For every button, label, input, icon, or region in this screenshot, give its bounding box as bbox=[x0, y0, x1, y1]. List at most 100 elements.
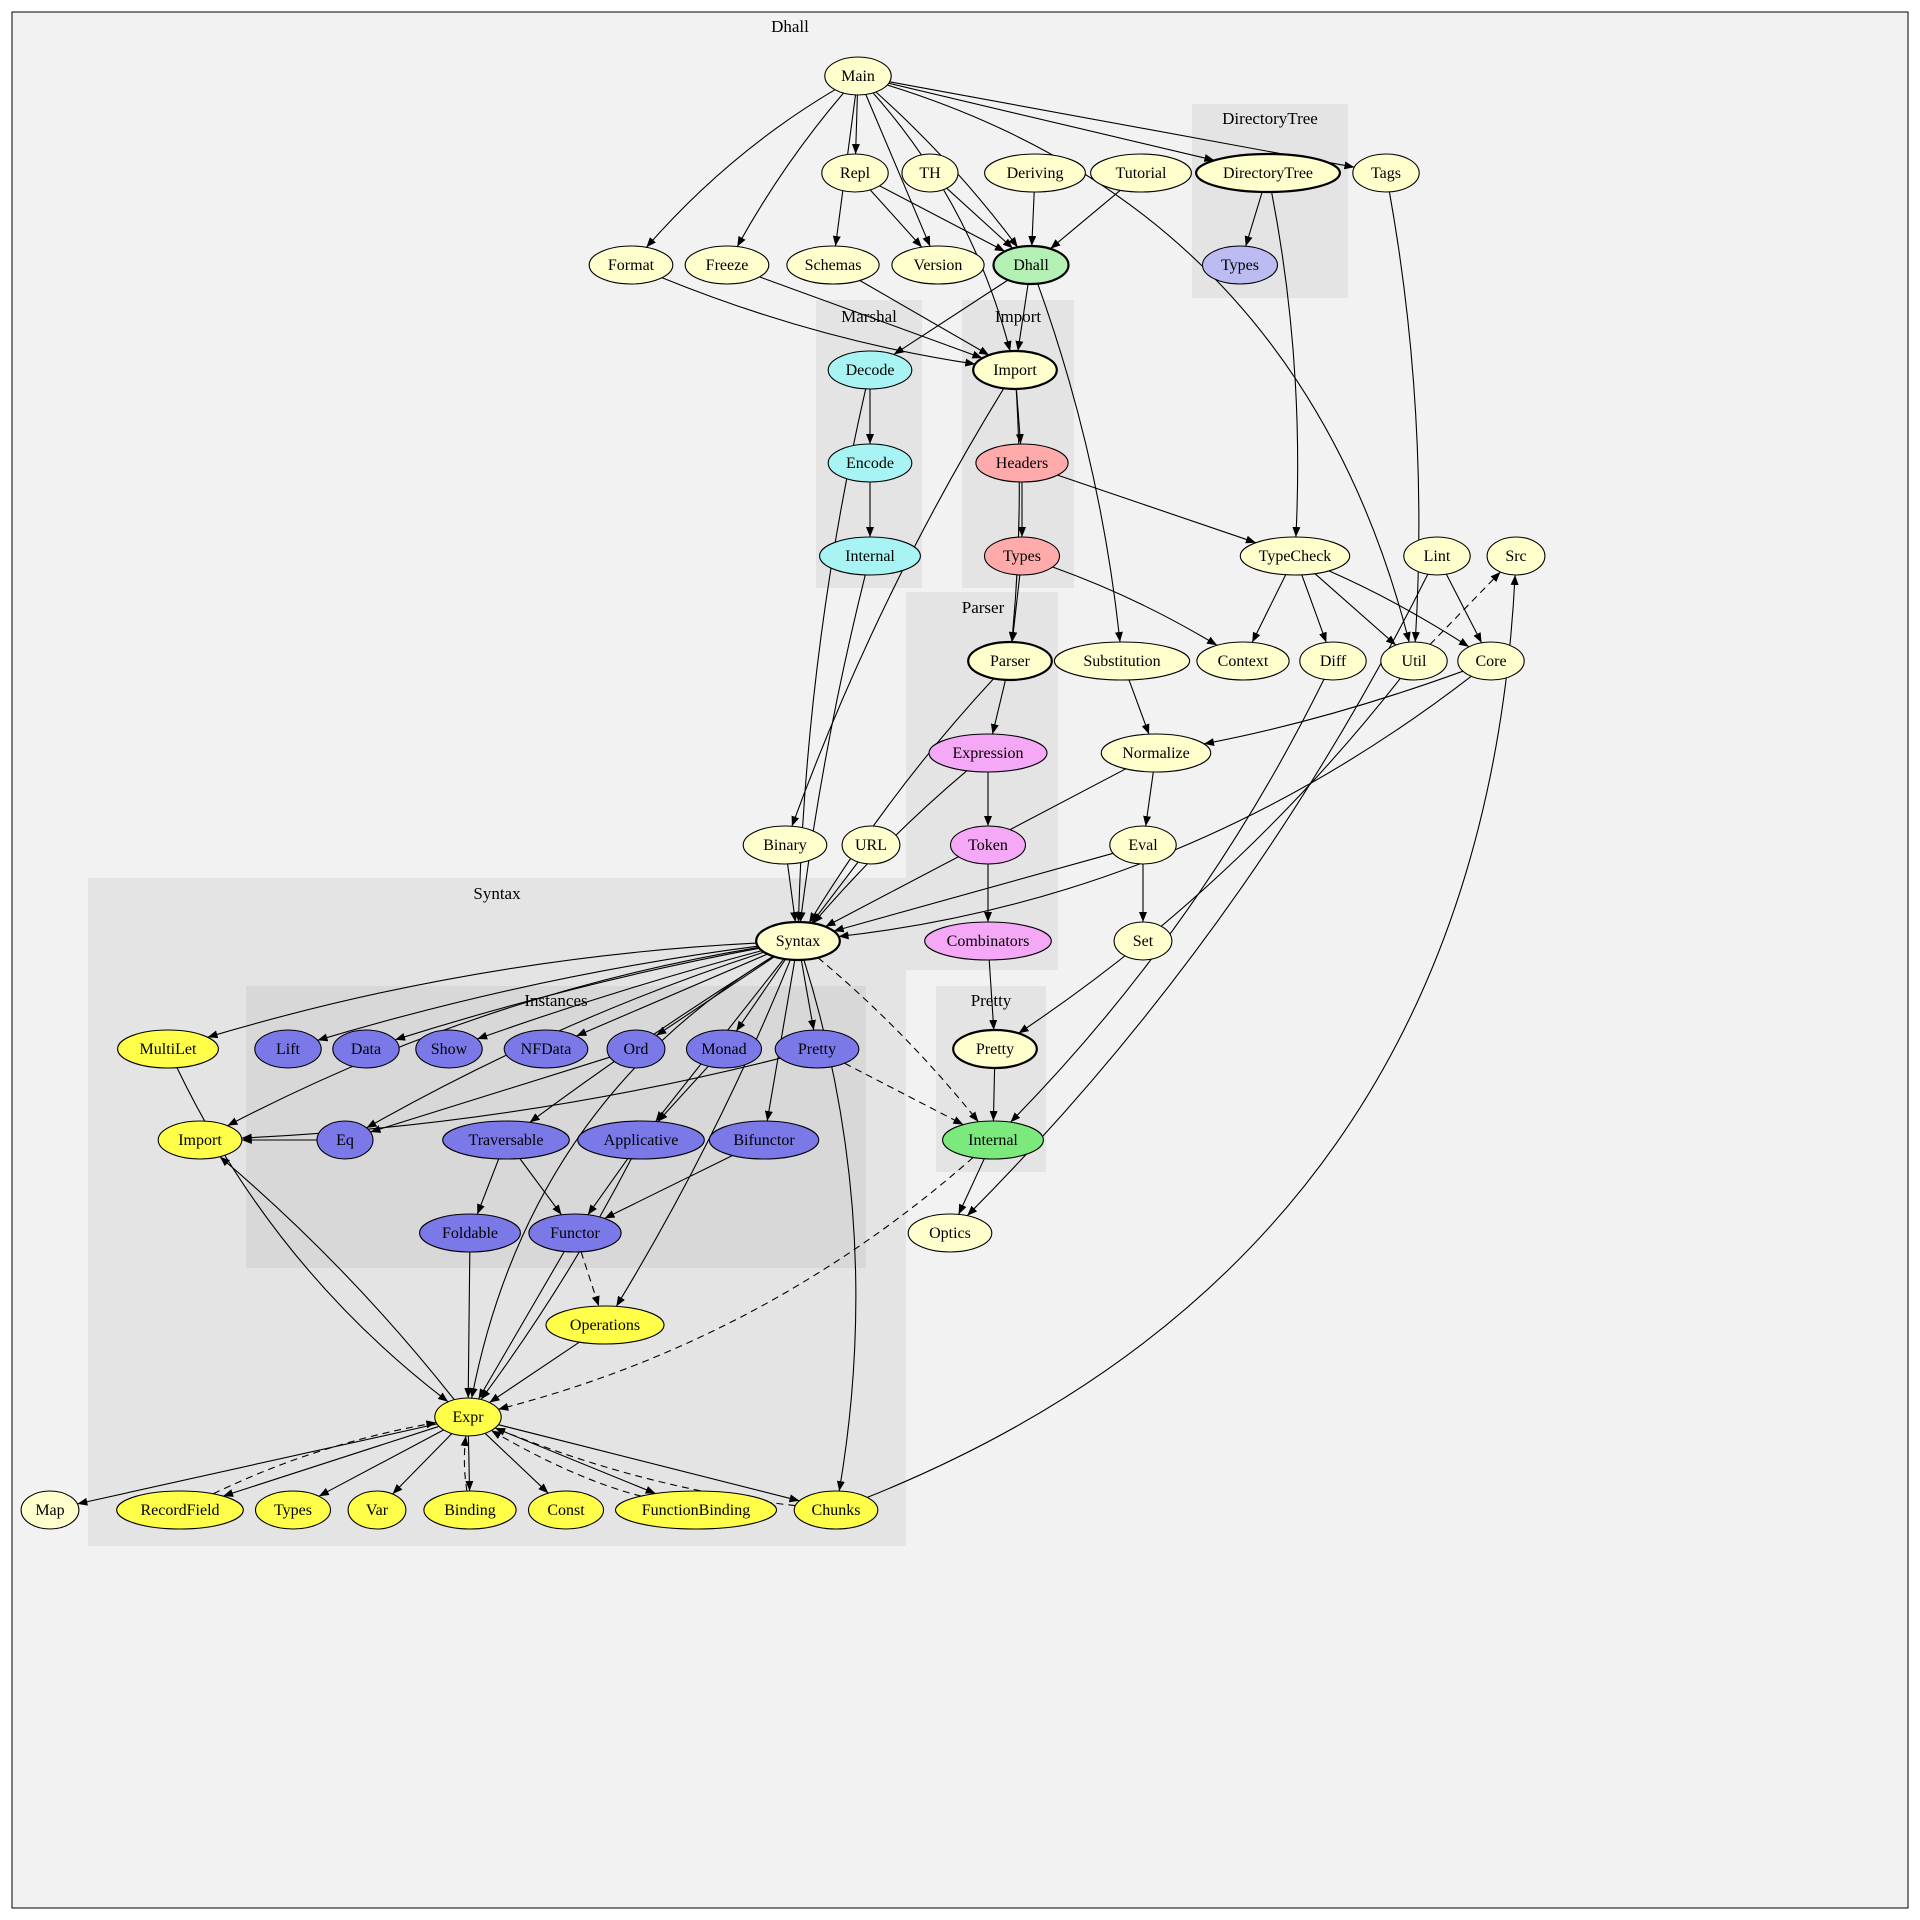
edge-Syntax-Pretty_Internal bbox=[817, 957, 979, 1123]
node-shape-Binary bbox=[742, 825, 828, 865]
edge-Tags-Util bbox=[1388, 191, 1420, 643]
edge-Main-Format bbox=[645, 89, 836, 248]
edge-Dhall-Decode bbox=[893, 279, 1009, 355]
node-TH: TH bbox=[901, 153, 959, 193]
node-MultiLet: MultiLet bbox=[117, 1029, 219, 1069]
edge-Inst_Pretty-Pretty_Internal bbox=[844, 1062, 964, 1126]
node-shape-Combinators bbox=[924, 921, 1052, 961]
node-shape-Var bbox=[347, 1490, 407, 1530]
edge-Util-Pretty bbox=[1018, 677, 1401, 1034]
edge-Syntax-Inst_Pretty bbox=[800, 959, 816, 1031]
node-Pretty: Pretty bbox=[952, 1028, 1038, 1070]
cluster-label-dhall: Dhall bbox=[771, 17, 809, 36]
node-label-Main: Main bbox=[841, 68, 875, 85]
node-Traversable: Traversable bbox=[442, 1120, 570, 1160]
node-shape-Src bbox=[1486, 536, 1546, 576]
node-label-Bifunctor: Bifunctor bbox=[733, 1132, 795, 1149]
edge-Syntax-MultiLet bbox=[207, 942, 757, 1039]
node-Token: Token bbox=[949, 825, 1027, 865]
edge-Main-Version bbox=[865, 94, 931, 247]
node-Set: Set bbox=[1113, 921, 1173, 961]
edge-Syntax-Monad bbox=[735, 958, 787, 1032]
node-label-TH: TH bbox=[919, 165, 941, 182]
edge-Core-Normalize bbox=[1203, 670, 1464, 746]
node-shape-NFData bbox=[503, 1029, 589, 1069]
node-label-Freeze: Freeze bbox=[706, 257, 749, 274]
node-label-Syntax: Syntax bbox=[776, 933, 820, 950]
node-shape-Binding bbox=[423, 1490, 517, 1530]
node-Dhall: Dhall bbox=[992, 244, 1070, 286]
node-Inst_Pretty: Pretty bbox=[774, 1029, 860, 1069]
node-Src: Src bbox=[1486, 536, 1546, 576]
node-shape-Lint bbox=[1403, 536, 1471, 576]
cluster-label-syntax: Syntax bbox=[473, 884, 521, 903]
edge-Applicative-Functor bbox=[587, 1158, 629, 1216]
node-label-Show: Show bbox=[431, 1041, 468, 1058]
edge-TypeCheck-Diff bbox=[1301, 574, 1327, 643]
node-shape-Syn_Import bbox=[157, 1120, 243, 1160]
edge-URL-Syntax bbox=[811, 861, 859, 924]
node-label-Combinators: Combinators bbox=[947, 933, 1030, 950]
node-Expression: Expression bbox=[928, 733, 1048, 773]
node-label-Marshal_Internal: Internal bbox=[845, 548, 895, 565]
edge-Main-Repl bbox=[851, 94, 860, 155]
node-Eq: Eq bbox=[316, 1120, 374, 1160]
node-label-Syn_Import: Import bbox=[178, 1132, 222, 1149]
edge-Tutorial-Dhall bbox=[1050, 189, 1121, 250]
node-label-Operations: Operations bbox=[570, 1317, 640, 1334]
node-Diff: Diff bbox=[1299, 641, 1367, 681]
node-Combinators: Combinators bbox=[924, 921, 1052, 961]
edge-Traversable-Foldable bbox=[476, 1158, 500, 1215]
node-Data: Data bbox=[332, 1029, 400, 1069]
edge-Syntax-Lift bbox=[317, 945, 758, 1042]
node-Ord: Ord bbox=[606, 1029, 666, 1069]
node-label-TypeCheck: TypeCheck bbox=[1259, 548, 1332, 565]
node-shape-Data bbox=[332, 1029, 400, 1069]
node-label-MultiLet: MultiLet bbox=[140, 1041, 197, 1058]
node-Eval: Eval bbox=[1109, 825, 1177, 865]
node-Binary: Binary bbox=[742, 825, 828, 865]
node-Format: Format bbox=[588, 245, 674, 285]
node-shape-Util bbox=[1380, 641, 1448, 681]
node-label-Expr: Expr bbox=[452, 1409, 484, 1426]
edge-TypeCheck-Core bbox=[1328, 570, 1470, 648]
node-label-NFData: NFData bbox=[521, 1041, 572, 1058]
node-label-Repl: Repl bbox=[840, 165, 871, 182]
node-shape-Syn_Types bbox=[254, 1490, 332, 1530]
node-label-Core: Core bbox=[1475, 653, 1506, 670]
edge-Bifunctor-Functor bbox=[604, 1155, 733, 1219]
edge-Import-Binary bbox=[791, 388, 1005, 827]
node-label-DirectoryTree: DirectoryTree bbox=[1223, 165, 1313, 182]
node-label-Traversable: Traversable bbox=[469, 1132, 544, 1149]
node-Freeze: Freeze bbox=[684, 245, 770, 285]
node-label-Headers: Headers bbox=[996, 455, 1048, 472]
node-Operations: Operations bbox=[545, 1305, 665, 1345]
node-label-Normalize: Normalize bbox=[1122, 745, 1190, 762]
node-label-Pretty_Internal: Internal bbox=[968, 1132, 1018, 1149]
node-shape-Applicative bbox=[577, 1120, 705, 1160]
node-label-Eq: Eq bbox=[336, 1132, 354, 1149]
node-shape-Set bbox=[1113, 921, 1173, 961]
node-shape-Schemas bbox=[786, 245, 880, 285]
edge-Monad-Applicative bbox=[657, 1065, 709, 1123]
node-shape-Encode bbox=[827, 443, 913, 483]
edge-Functor-Expr bbox=[478, 1251, 565, 1400]
node-Functor: Functor bbox=[528, 1213, 622, 1253]
node-Map: Map bbox=[20, 1490, 80, 1530]
node-Pretty_Internal: Internal bbox=[942, 1120, 1044, 1160]
cluster-label-instances: Instances bbox=[524, 991, 587, 1010]
node-shape-Decode bbox=[827, 350, 913, 390]
node-Syntax: Syntax bbox=[755, 920, 841, 962]
edge-Dhall-Substitution bbox=[1037, 283, 1123, 643]
node-shape-Format bbox=[588, 245, 674, 285]
node-label-Import_Types: Types bbox=[1003, 548, 1041, 565]
node-shape-Deriving bbox=[984, 153, 1086, 193]
node-shape-Operations bbox=[545, 1305, 665, 1345]
node-shape-Show bbox=[415, 1029, 483, 1069]
node-Context: Context bbox=[1196, 641, 1290, 681]
edge-Binding-Expr bbox=[460, 1435, 469, 1492]
node-Repl: Repl bbox=[821, 153, 889, 193]
edge-Expr-Binding bbox=[465, 1435, 474, 1492]
edge-Expr-Chunks bbox=[498, 1424, 800, 1503]
